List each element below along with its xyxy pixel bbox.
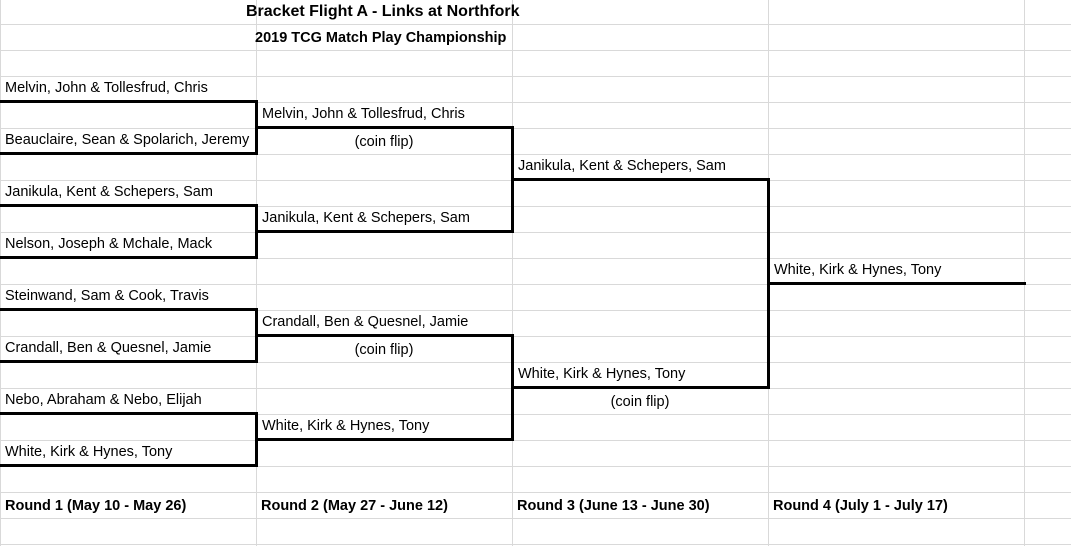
round-label: Round 3 (June 13 - June 30) — [517, 498, 710, 514]
round2-team: Melvin, John & Tollesfrud, Chris — [262, 106, 465, 122]
round-label: Round 1 (May 10 - May 26) — [5, 498, 187, 514]
round4-champion: White, Kirk & Hynes, Tony — [774, 262, 942, 278]
bracket-line — [256, 126, 514, 129]
grid-row-line — [0, 544, 1071, 545]
round-label: Round 2 (May 27 - June 12) — [261, 498, 448, 514]
grid-col-line — [256, 0, 257, 546]
grid-col-line — [0, 0, 1, 546]
bracket-line — [512, 178, 770, 181]
round1-team: Beauclaire, Sean & Spolarich, Jeremy — [5, 132, 250, 148]
grid-row-line — [0, 232, 1071, 233]
bracket-line — [0, 308, 258, 311]
round1-team: White, Kirk & Hynes, Tony — [5, 444, 173, 460]
championship-subtitle: 2019 TCG Match Play Championship — [255, 30, 507, 46]
grid-row-line — [0, 128, 1071, 129]
grid-row-line — [0, 466, 1071, 467]
round1-team: Nebo, Abraham & Nebo, Elijah — [5, 392, 202, 408]
grid-row-line — [0, 258, 1071, 259]
round1-team: Steinwand, Sam & Cook, Travis — [5, 288, 209, 304]
round-label: Round 4 (July 1 - July 17) — [773, 498, 948, 514]
grid-row-line — [0, 440, 1071, 441]
grid-row-line — [0, 154, 1071, 155]
bracket-line — [0, 152, 258, 155]
round2-team: Janikula, Kent & Schepers, Sam — [262, 210, 470, 226]
bracket-line — [0, 100, 258, 103]
grid-row-line — [0, 362, 1071, 363]
grid-col-line — [1024, 0, 1025, 546]
round1-team: Crandall, Ben & Quesnel, Jamie — [5, 340, 212, 356]
grid-row-line — [0, 518, 1071, 519]
round2-team: White, Kirk & Hynes, Tony — [262, 418, 430, 434]
bracket-line — [256, 230, 514, 233]
grid-row-line — [0, 50, 1071, 51]
bracket-line — [512, 386, 770, 389]
coin-flip-note: (coin flip) — [610, 394, 670, 410]
bracket-line — [0, 412, 258, 415]
bracket-line — [256, 334, 514, 337]
round1-team: Nelson, Joseph & Mchale, Mack — [5, 236, 213, 252]
round3-team: Janikula, Kent & Schepers, Sam — [518, 158, 726, 174]
bracket-line — [256, 438, 514, 441]
grid-row-line — [0, 102, 1071, 103]
grid-row-line — [0, 76, 1071, 77]
grid-row-line — [0, 206, 1071, 207]
grid-col-line — [512, 0, 513, 546]
round3-team: White, Kirk & Hynes, Tony — [518, 366, 686, 382]
bracket-title: Bracket Flight A - Links at Northfork — [246, 3, 520, 20]
grid-row-line — [0, 310, 1071, 311]
grid-row-line — [0, 24, 1071, 25]
grid-row-line — [0, 336, 1071, 337]
grid-row-line — [0, 414, 1071, 415]
round1-team: Janikula, Kent & Schepers, Sam — [5, 184, 213, 200]
bracket-line — [0, 360, 258, 363]
coin-flip-note: (coin flip) — [354, 134, 414, 150]
round1-team: Melvin, John & Tollesfrud, Chris — [5, 80, 208, 96]
bracket-line — [0, 204, 258, 207]
grid-row-line — [0, 492, 1071, 493]
bracket-line — [768, 282, 1026, 285]
round2-team: Crandall, Ben & Quesnel, Jamie — [262, 314, 469, 330]
bracket-line — [0, 256, 258, 259]
bracket-line — [0, 464, 258, 467]
coin-flip-note: (coin flip) — [354, 342, 414, 358]
grid-row-line — [0, 284, 1071, 285]
